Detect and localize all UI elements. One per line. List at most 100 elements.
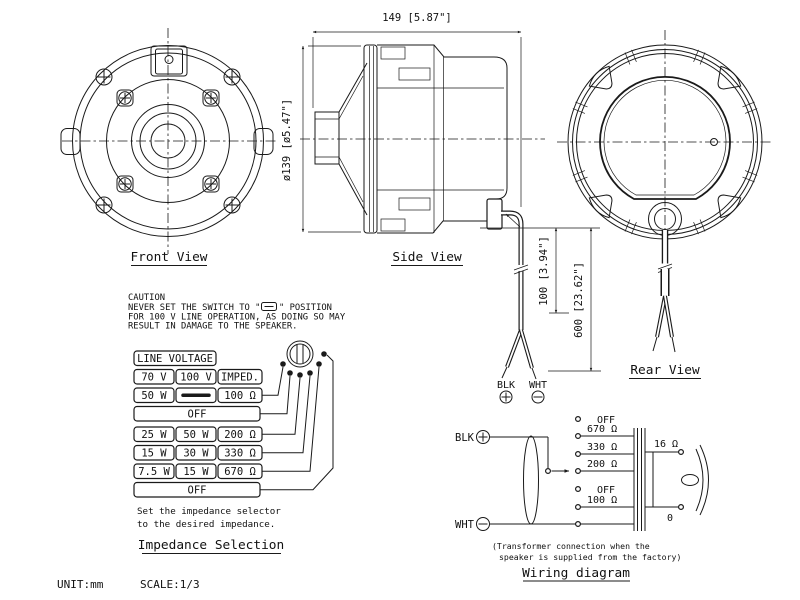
tap-contact-100[interactable]: [574, 504, 581, 511]
front-bolt-circle: [106, 79, 230, 203]
tap-label-100: 100 Ω: [587, 495, 617, 506]
off-row-box[interactable]: [133, 481, 261, 498]
out-bottom-label: 0: [667, 513, 673, 524]
front-mesh-grille: [150, 123, 186, 159]
selector-contact-dot: [280, 361, 286, 367]
caution-line1-post: " POSITION: [279, 303, 332, 313]
rear-vent-hole: [710, 138, 718, 146]
selector-contact-dot: [297, 372, 303, 378]
cell-15w: 15 W: [141, 448, 167, 460]
side-blk-label: BLK: [497, 380, 515, 391]
cell-off-upper: OFF: [188, 409, 207, 421]
arm-pivot: [544, 468, 551, 475]
table-cell[interactable]: [133, 444, 175, 461]
dim-lead-total-text: 600 [23.62"]: [573, 262, 585, 338]
table-cell[interactable]: [217, 444, 263, 461]
table-cell[interactable]: [175, 463, 217, 480]
wiring-title: Wiring diagram: [522, 566, 630, 581]
rear-view-label: Rear View: [630, 363, 700, 378]
speaker-terminal-16ohm[interactable]: [677, 449, 684, 456]
screw-icon: [223, 196, 241, 214]
cell-30w: 30 W: [183, 448, 209, 460]
table-cell[interactable]: [133, 463, 175, 480]
tap-contact-common[interactable]: [574, 520, 581, 527]
speaker-cone-symbol: [695, 444, 709, 516]
line-voltage-header-box: [133, 350, 217, 367]
tap-contact-330[interactable]: [574, 451, 581, 458]
table-cell[interactable]: [175, 444, 217, 461]
tap-wires: [580, 435, 634, 525]
rear-view: Rear View: [557, 30, 773, 379]
minus-terminal-icon: [476, 517, 490, 531]
wire-tip: [652, 336, 658, 352]
tap-label-330: 330 Ω: [587, 442, 617, 453]
table-cell: [133, 368, 175, 385]
tap-label-670: 670 Ω: [587, 424, 617, 435]
rear-rim-ticks: [572, 49, 758, 235]
screw-icon: [95, 196, 113, 214]
screw-icon: [116, 89, 134, 107]
impedance-selector-dial[interactable]: [286, 340, 314, 368]
switch-position-icon: [261, 302, 277, 311]
cell-100ohm: 100 Ω: [224, 390, 256, 402]
screw-icon: [202, 175, 220, 193]
rear-cable-gland-inner: [654, 208, 676, 230]
cable-jacket-symbol: [523, 435, 539, 525]
tap-contact-200[interactable]: [574, 468, 581, 475]
front-view: Front View: [60, 28, 276, 266]
body-rib-tab: [398, 67, 431, 81]
cable-break: [514, 265, 528, 271]
cell-25w: 25 W: [141, 429, 167, 441]
front-throat-ring: [139, 112, 197, 170]
plus-terminal-icon: [476, 430, 490, 444]
cable-gland: [486, 198, 503, 230]
horn-flare-detail: [338, 75, 364, 203]
selector-contact-dot: [321, 351, 327, 357]
mounting-ear-left: [60, 128, 81, 155]
table-cell[interactable]: [217, 426, 263, 443]
off-row-box[interactable]: [133, 405, 261, 422]
speaker-frame: [652, 451, 679, 508]
cell-100v: 100 V: [180, 372, 212, 384]
caution-title: CAUTION: [128, 293, 165, 303]
cell-670ohm: 670 Ω: [224, 466, 256, 478]
rear-cover-inner: [603, 79, 727, 196]
body-rib-tab: [380, 218, 406, 232]
impedance-note-1: Set the impedance selector: [137, 506, 281, 517]
speaker-terminal-0[interactable]: [677, 504, 684, 511]
horn-flare: [338, 62, 368, 216]
tap-contact-off-2[interactable]: [574, 486, 581, 493]
screw-icon: [116, 175, 134, 193]
horn-throat-detail: [315, 118, 339, 158]
front-view-label: Front View: [130, 250, 207, 265]
blk-wire: [489, 436, 549, 468]
tap-contact-off-1[interactable]: [574, 416, 581, 423]
tap-contact-670[interactable]: [574, 433, 581, 440]
body-bottom-outline: [377, 220, 487, 234]
cell-70v: 70 V: [141, 372, 167, 384]
tap-label-off-2: OFF: [597, 485, 615, 496]
tap-label-200: 200 Ω: [587, 459, 617, 470]
front-horn-ring: [131, 104, 205, 178]
dim-width-text: 149 [5.87"]: [382, 12, 452, 24]
cell-imped: IMPED.: [221, 372, 259, 384]
out-top-label: 16 Ω: [654, 439, 678, 450]
rear-gasket-wings: [588, 65, 742, 219]
screw-icon: [202, 89, 220, 107]
wire-tip: [531, 367, 537, 380]
impedance-selection: LINE VOLTAGE 70 V 100 V IMPED. 50 W 100 …: [133, 340, 334, 554]
table-cell[interactable]: [133, 387, 175, 404]
cell-15w2: 15 W: [183, 466, 209, 478]
side-view: BLK WHT Side View: [300, 44, 547, 404]
table-cell[interactable]: [217, 387, 263, 404]
transformer-core: [633, 428, 646, 531]
caution-line1-pre: NEVER SET THE SWITCH TO ": [128, 303, 260, 313]
dimensions: 149 [5.87"] ø139 [ø5.47"] 100 [3.94"] 60…: [281, 12, 601, 372]
dim-diameter-text: ø139 [ø5.47"]: [281, 99, 293, 181]
horn-throat: [314, 111, 340, 165]
table-cell[interactable]: [175, 426, 217, 443]
table-cell[interactable]: [217, 463, 263, 480]
table-cell[interactable]: [133, 426, 175, 443]
